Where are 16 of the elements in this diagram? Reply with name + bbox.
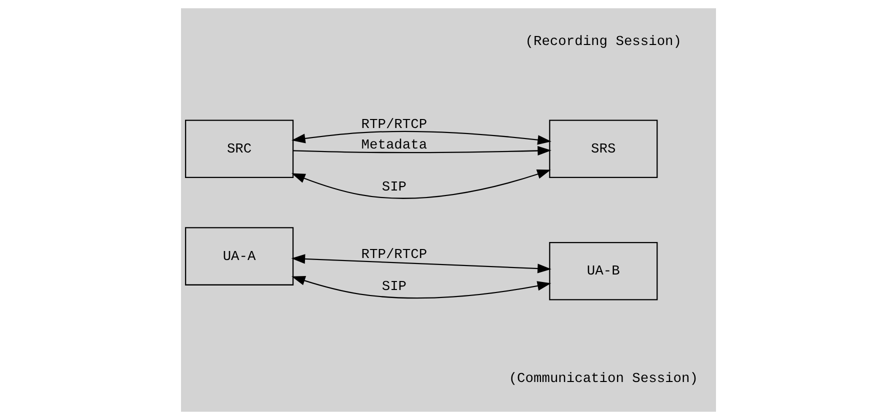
arrow <box>290 170 550 199</box>
node-box: UA-A <box>184 227 294 286</box>
arrow <box>291 276 551 299</box>
arrow <box>292 146 551 156</box>
edge-label: RTP/RTCP <box>360 118 427 133</box>
arrow <box>290 254 551 274</box>
node-box: SRC <box>184 120 294 178</box>
edge-label: RTP/RTCP <box>360 248 427 264</box>
label: (Recording Session) <box>524 34 682 50</box>
node-box: SRS <box>548 120 658 178</box>
edge-label: Metadata <box>360 138 427 154</box>
arrow <box>291 130 551 145</box>
edge-label: SIP <box>381 180 406 196</box>
node-box: UA-B <box>548 242 658 300</box>
label: (Communication Session) <box>508 372 698 388</box>
edge-label: SIP <box>381 280 406 296</box>
